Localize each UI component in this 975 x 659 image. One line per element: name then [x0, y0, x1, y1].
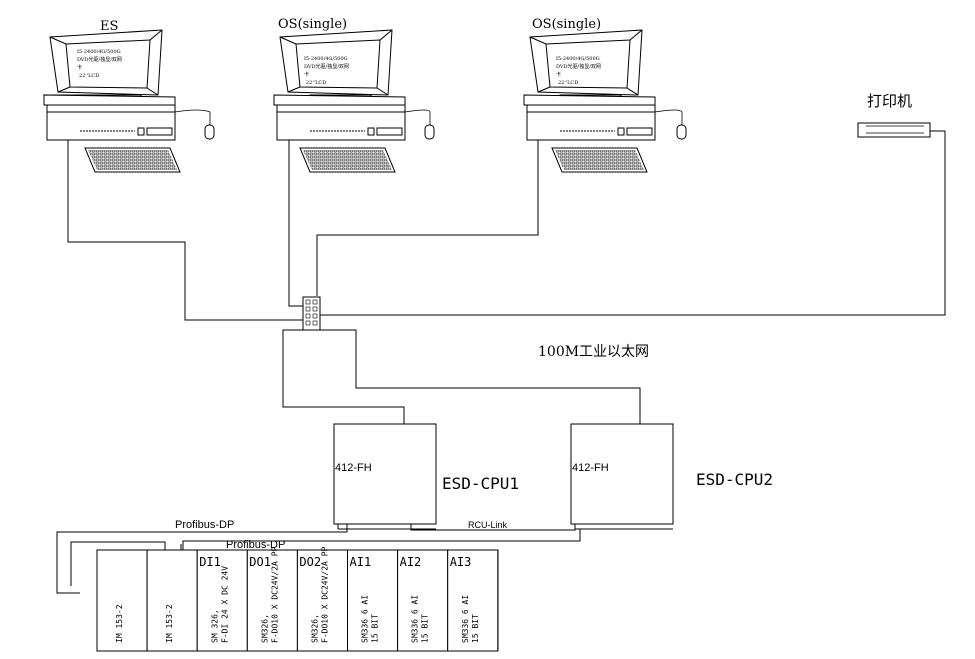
rcu-link-label: RCU-Link — [468, 520, 508, 530]
spec-line: 卡 — [556, 71, 561, 78]
computer-case-icon — [42, 94, 176, 141]
spec-line: 22''LCD — [79, 73, 99, 79]
keyboard-icon — [84, 147, 181, 173]
spec-line: 卡 — [77, 64, 82, 71]
io-module-tag: AI3 — [450, 555, 472, 569]
io-module-tag: DO1 — [249, 555, 271, 569]
io-module-tag: DI1 — [199, 555, 221, 569]
cpu-name: ESD-CPU2 — [696, 470, 773, 489]
io-module-label: SM336 6 AI — [361, 595, 370, 643]
io-module: DI1 SM 326,F-DI 24 X DC 24V — [196, 549, 248, 652]
network-label: 100M工业以太网 — [538, 344, 649, 360]
io-module-label: F-DI 24 X DC 24V — [220, 566, 229, 643]
io-module-tag: AI1 — [350, 555, 372, 569]
io-module-label: SM326, — [260, 614, 269, 643]
io-module-label: IM 153-2 — [115, 604, 124, 643]
spec-line: I5-2400/4G/500G — [556, 56, 600, 62]
profibus-cables — [56, 524, 581, 594]
ethernet-switch-icon — [302, 296, 321, 331]
io-module-frame — [146, 549, 198, 652]
profibus-label-1: Profibus-DP — [175, 519, 234, 531]
monitor-icon — [49, 29, 163, 103]
io-module-label: F-DO10 X DC24V/2A PP — [320, 546, 329, 643]
io-module-label: 15 BIT — [371, 614, 380, 643]
io-module-frame — [246, 549, 298, 652]
spec-line: DVD光驱/独显/双网 — [304, 63, 349, 70]
printer-label: 打印机 — [867, 92, 912, 110]
spec-line: I5-2400/4G/500G — [77, 49, 121, 55]
workstation-title: OS(single) — [532, 17, 601, 32]
cpu-2: 412-FH — [570, 423, 674, 530]
computer-case-icon — [273, 94, 406, 141]
cpu-1: 412-FH — [333, 423, 437, 530]
spec-line: I5-2400/4G/500G — [304, 56, 348, 62]
cpu-name: ESD-CPU1 — [442, 474, 519, 493]
mouse-icon — [654, 109, 687, 140]
spec-line: DVD光驱/独显/双网 — [556, 63, 601, 70]
workstation-os-1: OS(single) I5-2400/4G/500G DVD光驱/独显/双网 卡… — [273, 17, 435, 173]
workstation-es: ES I5-2400/4G/500G DVD光驱/独显/双网 卡 22''LCD — [42, 19, 215, 173]
profibus-label-2: Profibus-DP — [226, 539, 285, 551]
workstation-title: OS(single) — [278, 17, 347, 32]
io-module-label: SM 326, — [210, 609, 219, 643]
io-module-frame — [397, 549, 449, 652]
io-module-tag: DO2 — [299, 555, 321, 569]
workstation-title: ES — [100, 19, 118, 34]
io-module: IM 153-2 — [146, 549, 198, 652]
io-module-frame — [196, 549, 248, 652]
io-rack: IM 153-2 IM 153-2 DI1 SM 326,F-DI 24 X DC 2… — [96, 546, 499, 652]
mouse-icon — [174, 109, 215, 140]
computer-case-icon — [523, 94, 656, 141]
ethernet-cables — [67, 130, 946, 424]
cpu-model: 412-FH — [335, 462, 372, 474]
spec-line: 22''LCD — [558, 80, 578, 86]
io-module-label: IM 153-2 — [165, 604, 174, 643]
io-module-frame — [447, 549, 499, 652]
printer-icon — [857, 122, 931, 138]
io-module-frame — [96, 549, 148, 652]
io-module-frame — [347, 549, 399, 652]
keyboard-icon — [299, 147, 396, 173]
io-module: IM 153-2 — [96, 549, 148, 652]
spec-line: DVD光驱/独显/双网 — [77, 56, 122, 63]
io-module-label: SM336 6 AI — [411, 595, 420, 643]
spec-line: 22''LCD — [306, 80, 326, 86]
io-module-label: 15 BIT — [421, 614, 430, 643]
keyboard-icon — [551, 147, 648, 173]
io-module-label: SM326, — [310, 614, 319, 643]
spec-line: 卡 — [304, 71, 309, 78]
io-module-label: SM336 6 AI — [461, 595, 470, 643]
cpu-model: 412-FH — [572, 462, 609, 474]
io-module-tag: AI2 — [400, 555, 422, 569]
io-module-label: 15 BIT — [471, 614, 480, 643]
io-module-label: F-DO10 X DC24V/2A PP — [270, 546, 279, 643]
mouse-icon — [404, 109, 435, 140]
io-module-frame — [296, 549, 348, 652]
workstation-os-2: OS(single) I5-2400/4G/500G DVD光驱/独显/双网 卡… — [523, 17, 687, 173]
